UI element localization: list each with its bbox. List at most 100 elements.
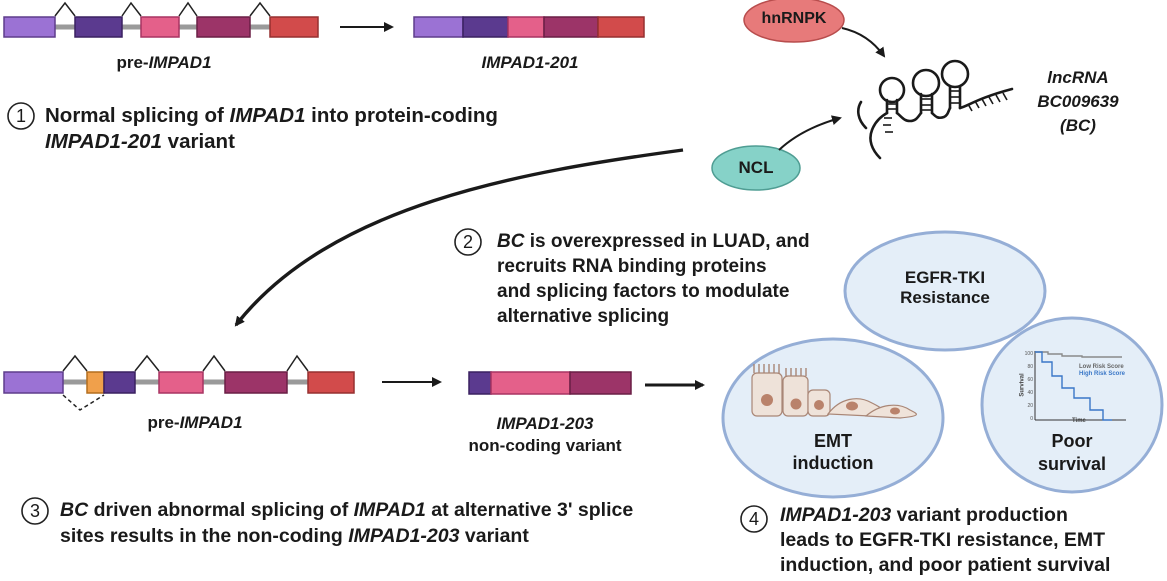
pre-impad1-gene-bottom [3, 354, 355, 411]
poor-survival-label: Poor survival [1027, 430, 1117, 476]
step-3-circle [21, 497, 49, 525]
exon-4 [224, 371, 288, 394]
exon-2 [103, 371, 136, 394]
impad1-201-label: IMPAD1-201 [470, 53, 590, 73]
km-legend-high: High Risk Score [1079, 371, 1126, 377]
km-tick: 100 [1024, 351, 1033, 357]
step-3-text-a: driven abnormal splicing of [88, 499, 354, 521]
km-tick: 20 [1027, 403, 1033, 409]
step-3-text-c: sites results in the non-coding [60, 525, 349, 547]
step-2-line1: is overexpressed in LUAD, and [524, 231, 810, 252]
lncrna-label-line2: BC009639 [1037, 92, 1119, 111]
km-xlabel: Time [1072, 418, 1086, 424]
exon-1 [3, 16, 56, 38]
gene-name: IMPAD1 [148, 53, 212, 72]
label-prefix: pre- [116, 53, 149, 72]
arrow-hnrnpk-to-lncrna [841, 27, 886, 58]
impad1-203-transcript [468, 371, 632, 395]
splice-junction [286, 354, 309, 372]
splice-junction [249, 1, 271, 17]
step-3-gene: IMPAD1 [353, 499, 426, 521]
exon-4 [196, 16, 251, 38]
step-1-gene: IMPAD1 [229, 104, 306, 127]
step-3-text: BC driven abnormal splicing of IMPAD1 at… [60, 497, 633, 549]
step-4-circle [740, 505, 768, 533]
exon-3 [158, 371, 204, 394]
step-2-abbr: BC [497, 231, 525, 252]
step-2-line2: recruits RNA binding proteins [497, 256, 767, 277]
km-tick: 80 [1027, 364, 1033, 370]
step-4-variant: IMPAD1-203 [780, 504, 892, 526]
km-y-ticks: 100 80 60 40 20 0 [1022, 348, 1033, 426]
exon-2 [468, 371, 492, 395]
emt-line2: induction [792, 453, 874, 473]
step-1-text-a: Normal splicing of [45, 104, 230, 127]
exon-2 [74, 16, 123, 38]
lncrna-label: lncRNA BC009639 (BC) [1028, 66, 1128, 138]
impad1-203-label: IMPAD1-203 non-coding variant [465, 413, 625, 457]
pre-impad1-label-bottom: pre-IMPAD1 [130, 413, 260, 433]
emt-induction-label: EMT induction [778, 430, 888, 474]
km-tick: 60 [1027, 377, 1033, 383]
exon-2 [462, 16, 509, 38]
lncrna-base-ticks [883, 90, 1008, 133]
step-1-circle [7, 102, 35, 130]
step-2-line4: alternative splicing [497, 306, 670, 327]
step-4-line3: induction, and poor patient survival [780, 554, 1111, 576]
step-3-number: 3 [29, 501, 40, 521]
splice-junction [134, 354, 160, 372]
splice-junction [62, 354, 88, 372]
step-1-text-b: into protein-coding [305, 104, 498, 127]
pre-impad1-gene-top [3, 1, 319, 38]
step-1-number: 1 [15, 106, 26, 126]
hnrnpk-label: hnRNPK [761, 10, 827, 27]
lncrna-label-line1: lncRNA [1047, 68, 1109, 87]
step-4-number: 4 [748, 509, 759, 529]
splice-junction [202, 354, 226, 372]
exon-5 [269, 16, 319, 38]
egfr-tki-resistance-oval [843, 230, 1047, 352]
resistance-line1: EGFR-TKI [904, 268, 986, 287]
arrow-ncl-to-lncrna [778, 115, 842, 151]
ncl-protein [711, 145, 801, 191]
step-1-variant: IMPAD1-201 [45, 130, 162, 153]
step-4-line2: leads to EGFR-TKI resistance, EMT [780, 529, 1106, 551]
step-4-text: IMPAD1-203 variant production leads to E… [780, 503, 1110, 578]
survival-line2: survival [1037, 454, 1107, 474]
pre-impad1-label-top: pre-IMPAD1 [104, 53, 224, 73]
poor-survival-oval [980, 316, 1164, 494]
variant-name: IMPAD1-201 [481, 53, 579, 72]
step-1-text: Normal splicing of IMPAD1 into protein-c… [45, 103, 498, 155]
variant-name: IMPAD1-203 [496, 414, 594, 433]
emt-cells-illustration [751, 364, 917, 419]
splice-junction [178, 1, 198, 17]
arrow-bc-to-splicing [234, 148, 684, 327]
ncl-label: NCL [738, 158, 774, 177]
survival-line1: Poor [1051, 431, 1093, 451]
step-2-number: 2 [462, 232, 473, 252]
step-2-text: BC is overexpressed in LUAD, and recruit… [497, 229, 810, 329]
exon-5 [597, 16, 645, 38]
exon-4 [543, 16, 599, 38]
label-prefix: pre- [147, 413, 180, 432]
lncrna-label-line3: (BC) [1060, 116, 1096, 135]
step-2-line3: and splicing factors to modulate [497, 281, 790, 302]
step-4-line1: variant production [891, 504, 1068, 526]
exon-4 [569, 371, 632, 395]
step-3-text-b: at alternative 3' splice [425, 499, 634, 521]
km-high-risk-curve [1035, 351, 1112, 421]
exon-5 [307, 371, 355, 394]
alternative-exon [86, 371, 105, 394]
hnrnpk-protein [743, 0, 845, 43]
exon-3 [140, 16, 180, 38]
exon-1 [413, 16, 464, 38]
step-2-circle [454, 228, 482, 256]
lncrna-structure [856, 59, 1014, 160]
gene-name: IMPAD1 [179, 413, 243, 432]
egfr-tki-resistance-label: EGFR-TKI Resistance [885, 268, 1005, 308]
km-legend-low: Low Risk Score [1079, 364, 1124, 370]
splice-junction [121, 1, 142, 17]
exon-3 [507, 16, 545, 38]
step-3-variant: IMPAD1-203 [348, 525, 460, 547]
